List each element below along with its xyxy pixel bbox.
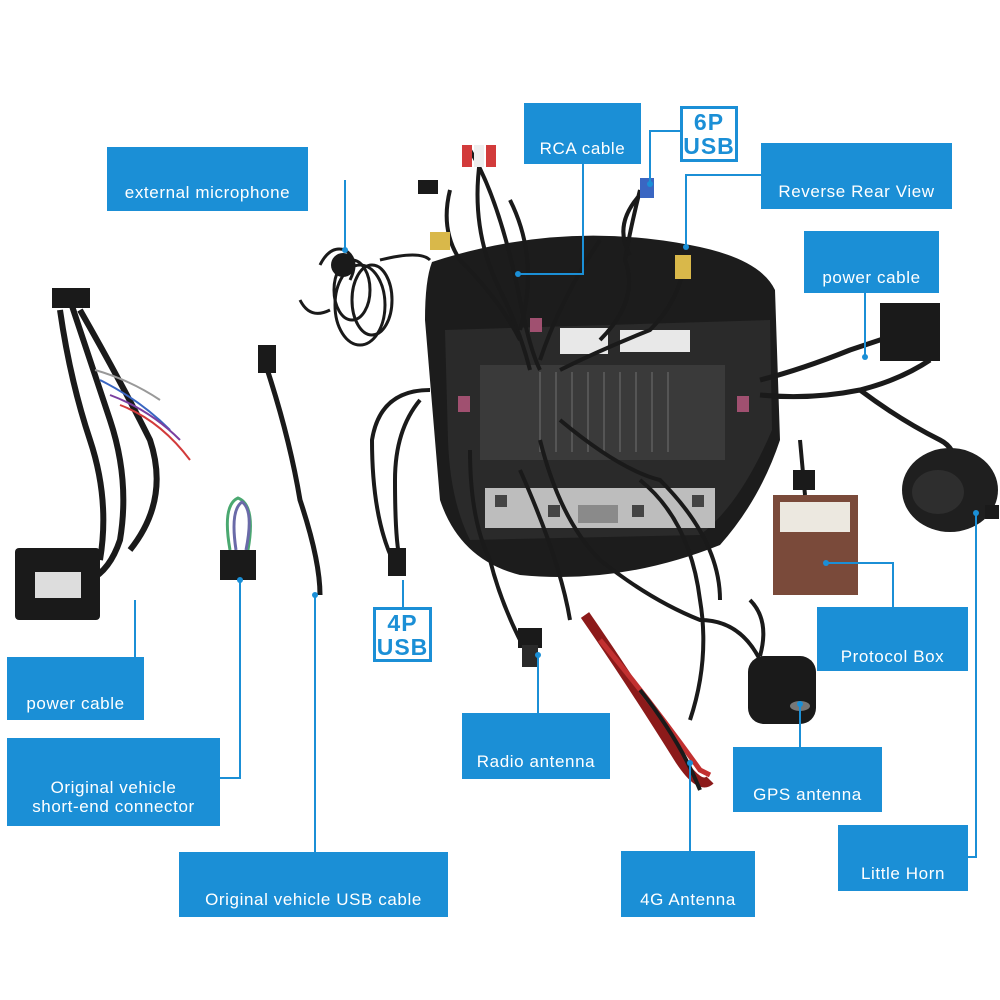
radio-antenna-label: Radio antenna <box>462 713 610 779</box>
usb-6p-line1: 6P <box>693 109 725 135</box>
original-connector-label: Original vehicle short-end connector <box>7 738 220 826</box>
original-usb-cable-text: Original vehicle USB cable <box>205 890 422 909</box>
power-cable-left-label: power cable <box>7 657 144 720</box>
power-cable-left-text: power cable <box>26 694 125 713</box>
usb-6p-line2: USB <box>683 133 735 159</box>
power-harness <box>57 299 160 583</box>
radio-antenna-plug <box>518 628 542 667</box>
reverse-rear-view-text: Reverse Rear View <box>778 181 935 201</box>
short-end-connector <box>220 496 256 580</box>
usb-cable <box>258 345 323 596</box>
original-connector-line2: short-end connector <box>32 797 195 816</box>
gps-antenna-label: GPS antenna <box>733 747 882 812</box>
original-connector-line1: Original vehicle <box>50 778 177 797</box>
little-horn-label: Little Horn <box>838 825 968 891</box>
radio-antenna-text: Radio antenna <box>476 751 596 771</box>
rca-cable-text: RCA cable <box>539 139 626 158</box>
4g-antenna-text: 4G Antenna <box>640 889 736 909</box>
original-usb-cable-label: Original vehicle USB cable <box>179 852 448 917</box>
usb-4p-badge: 4P USB <box>373 607 432 662</box>
power-cable-right-label: power cable <box>804 231 939 293</box>
little-horn-text: Little Horn <box>860 863 946 883</box>
usb-4p-line2: USB <box>376 633 429 660</box>
usb-6p-badge: 6P USB <box>680 106 738 162</box>
rca-cable-label: RCA cable <box>524 103 641 164</box>
gps-antenna-text: GPS antenna <box>753 785 862 804</box>
usb-4p-line1: 4P <box>387 609 418 636</box>
protocol-box-label: Protocol Box <box>817 607 968 671</box>
protocol-box <box>773 439 858 595</box>
external-microphone-text: external microphone <box>124 182 291 202</box>
reverse-rear-view-label: Reverse Rear View <box>761 143 952 209</box>
4g-antenna <box>580 612 714 791</box>
external-microphone-label: external microphone <box>107 147 308 211</box>
protocol-box-text: Protocol Box <box>840 646 945 666</box>
4g-antenna-label: 4G Antenna <box>621 851 755 917</box>
power-cable-right-text: power cable <box>822 267 921 287</box>
